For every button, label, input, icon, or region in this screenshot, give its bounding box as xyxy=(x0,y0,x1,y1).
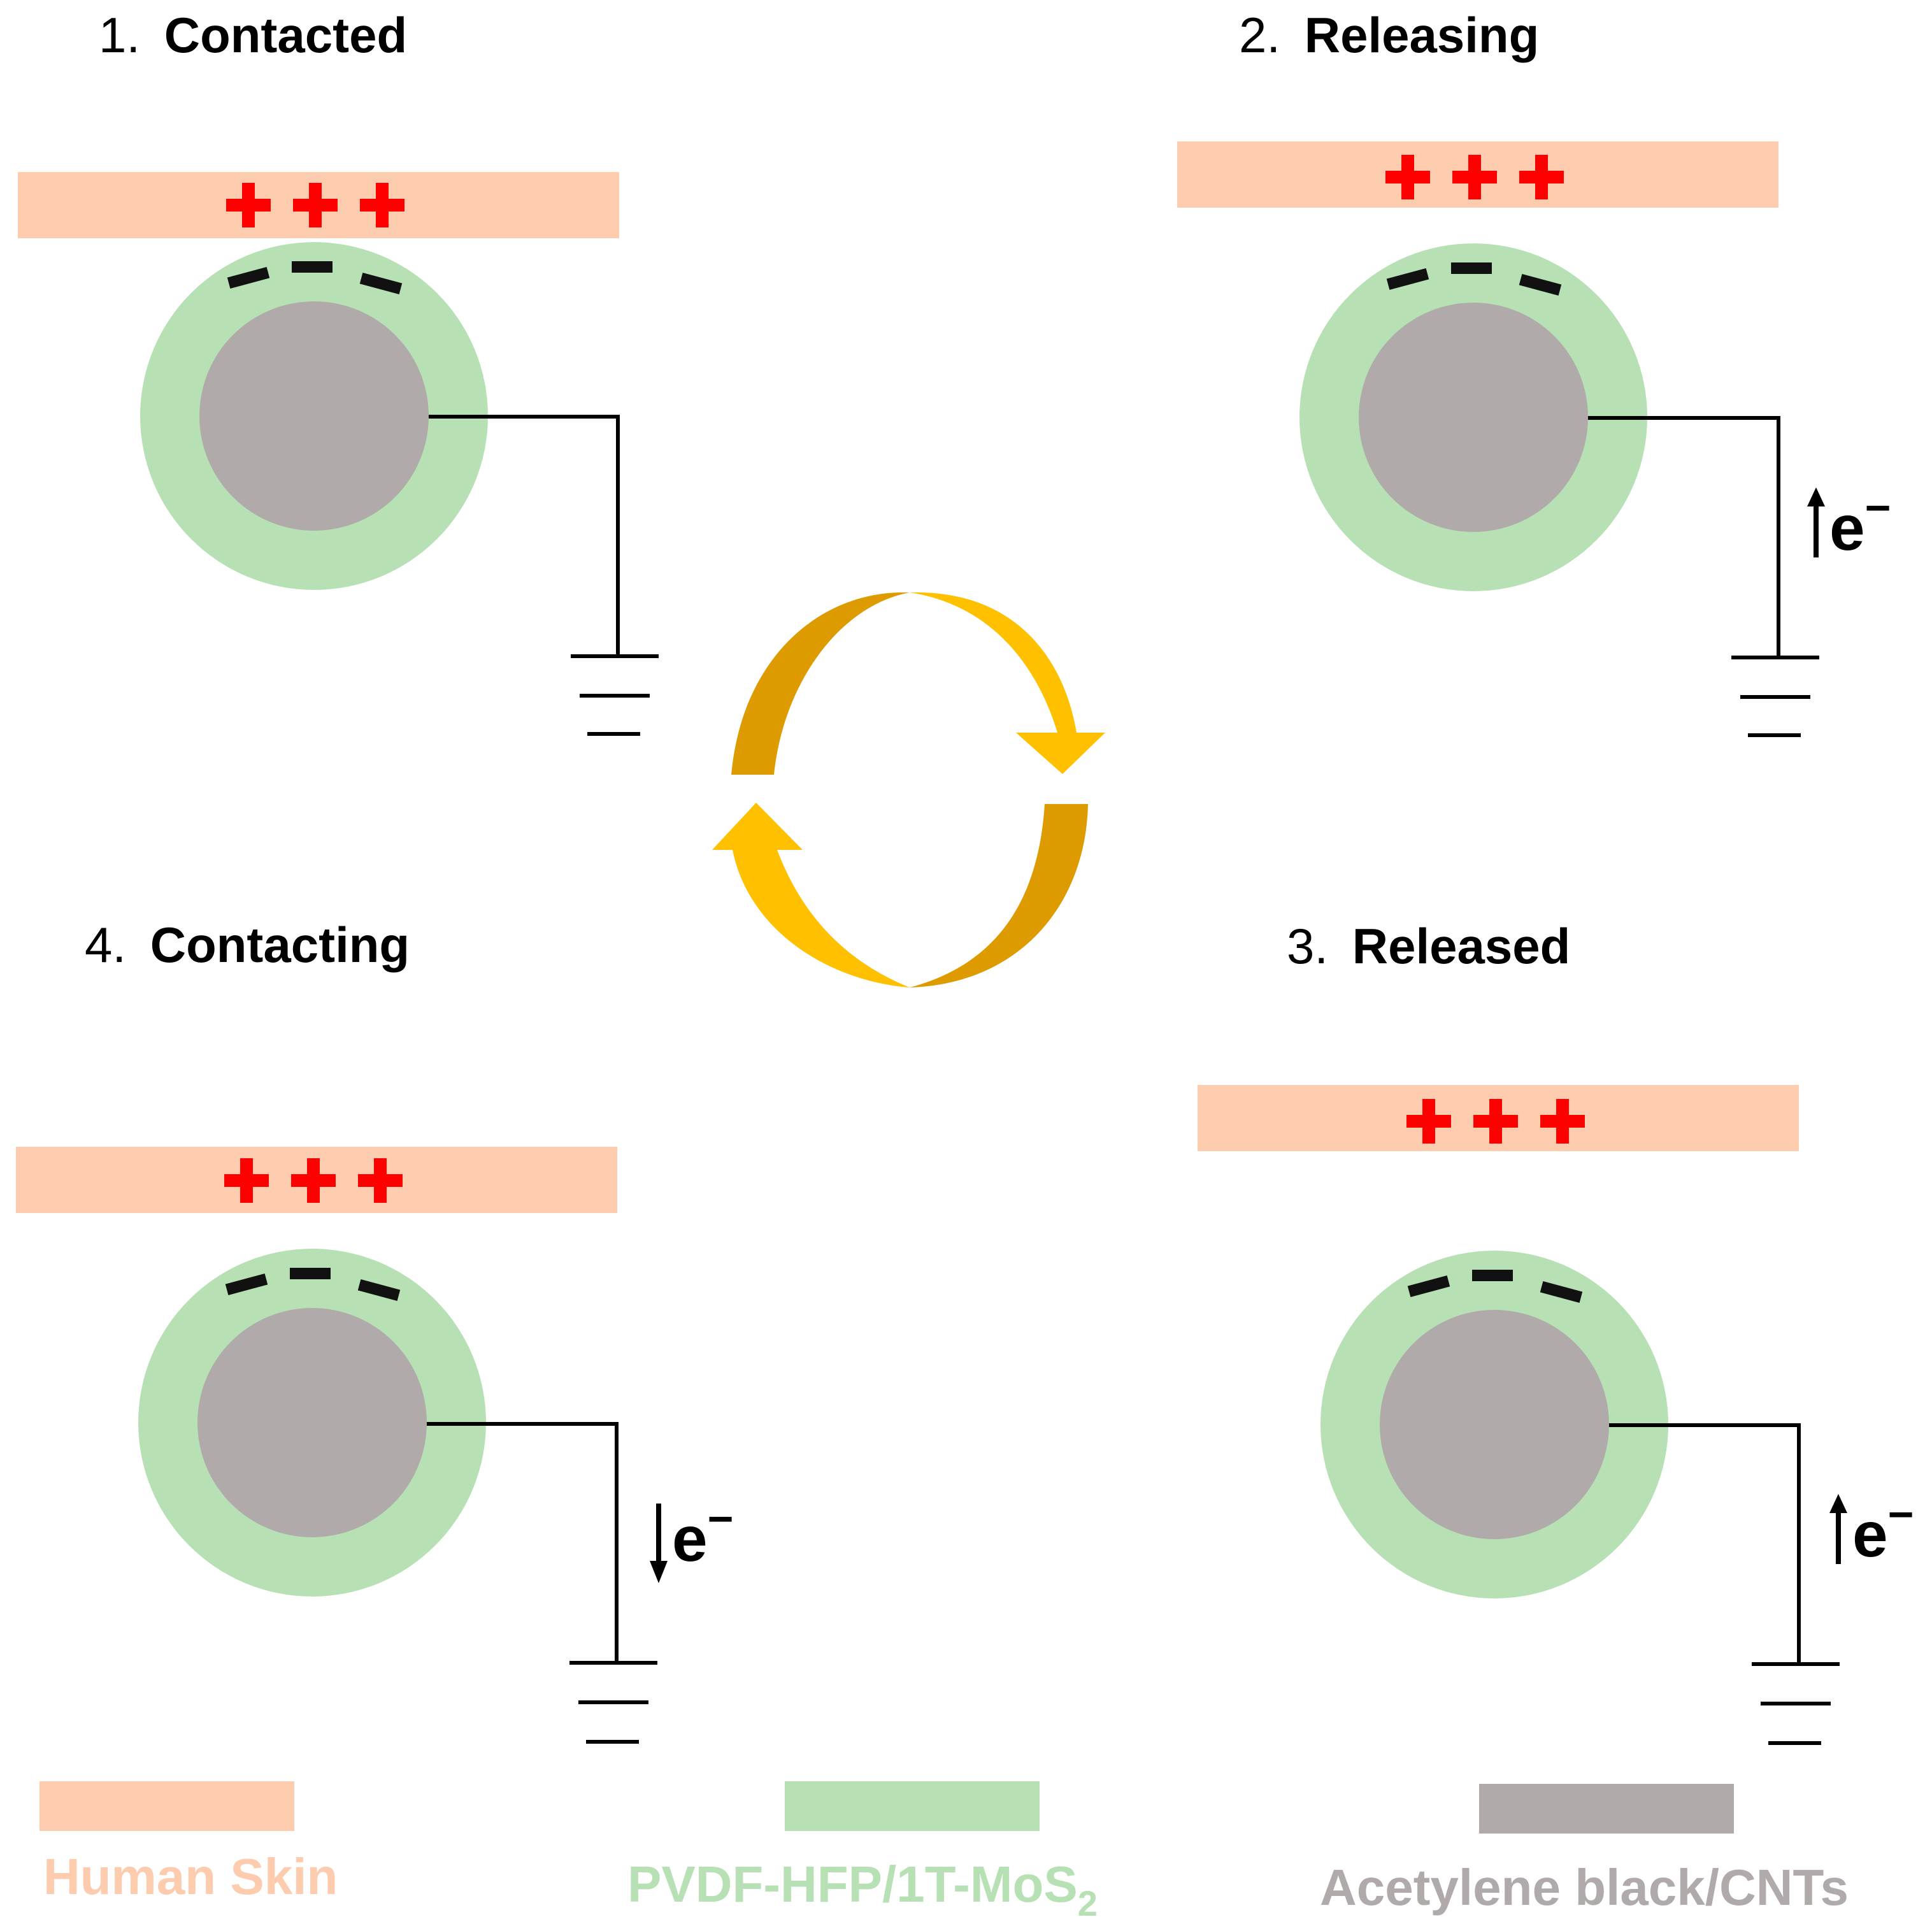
minus-charge xyxy=(1472,1270,1513,1281)
panel-3-ground-symbol xyxy=(1752,1662,1840,1745)
minus-charge xyxy=(1386,268,1429,290)
minus-charge xyxy=(1451,262,1492,274)
panel-1-ground-symbol xyxy=(571,654,659,736)
legend-swatch-core xyxy=(1479,1784,1734,1834)
cycle-arrow-top-left xyxy=(731,592,910,775)
minus-charge xyxy=(227,267,270,289)
panel-1-plus-charges xyxy=(226,183,404,227)
panel-3: 3. Released e− xyxy=(1198,918,1914,1745)
legend-label-core: Acetylene black/CNTs xyxy=(1320,1859,1849,1916)
minus-charge xyxy=(290,1268,331,1279)
minus-charge xyxy=(1519,274,1562,296)
legend: Human Skin PVDF-HFP/1T-MoS2 Acetylene bl… xyxy=(39,1781,1849,1923)
panel-2-wire xyxy=(1588,416,1780,657)
panel-3-minus-charges xyxy=(1407,1270,1583,1303)
panel-1-name: Contacted xyxy=(164,7,407,63)
panel-3-number: 3. xyxy=(1287,918,1328,974)
panel-1-wire xyxy=(429,415,620,656)
minus-charge xyxy=(225,1274,268,1295)
panel-2-electron-label: e− xyxy=(1829,483,1891,564)
panel-2-name: Releasing xyxy=(1305,7,1539,63)
legend-label-skin: Human Skin xyxy=(43,1848,338,1905)
legend-item-pvdf: PVDF-HFP/1T-MoS2 xyxy=(627,1781,1098,1923)
minus-charge xyxy=(359,273,403,294)
panel-4-plus-charges xyxy=(224,1158,403,1203)
panel-2-plus-charges xyxy=(1385,155,1564,199)
panel-4-core xyxy=(197,1308,427,1537)
minus-charge xyxy=(357,1279,401,1301)
panel-1-number: 1. xyxy=(99,7,140,63)
panel-4-minus-charges xyxy=(225,1268,401,1301)
panel-2-title: 2. Releasing xyxy=(1239,7,1539,63)
panel-3-title: 3. Released xyxy=(1287,918,1570,974)
cycle-arrow-icon xyxy=(712,592,1105,987)
panel-1: 1. Contacted xyxy=(18,7,659,736)
panel-4-title: 4. Contacting xyxy=(85,917,410,973)
panel-2-minus-charges xyxy=(1386,262,1562,296)
legend-label-pvdf: PVDF-HFP/1T-MoS2 xyxy=(627,1856,1098,1923)
panel-4-name: Contacting xyxy=(150,917,410,973)
panel-2-number: 2. xyxy=(1239,7,1280,63)
minus-charge xyxy=(292,261,333,273)
panel-2-ground-symbol xyxy=(1731,656,1819,737)
legend-swatch-skin xyxy=(39,1781,294,1831)
panel-3-wire xyxy=(1609,1423,1801,1664)
panel-3-plus-charges xyxy=(1406,1099,1585,1144)
panel-4-ground-symbol xyxy=(569,1661,657,1744)
minus-charge xyxy=(1407,1275,1450,1297)
panel-3-electron-up-arrow xyxy=(1829,1494,1847,1564)
panel-1-core xyxy=(199,301,429,531)
panel-2-electron-up-arrow xyxy=(1807,487,1825,557)
cycle-arrow-bottom-right xyxy=(910,804,1088,987)
cycle-arrow-bottom-left xyxy=(712,803,910,987)
legend-swatch-pvdf xyxy=(785,1781,1040,1831)
legend-item-acetylene: Acetylene black/CNTs xyxy=(1320,1784,1849,1916)
panel-4-electron-down-arrow xyxy=(650,1504,668,1583)
panel-4-wire xyxy=(427,1422,619,1663)
panel-4: 4. Contacting e− xyxy=(16,917,734,1744)
legend-item-human-skin: Human Skin xyxy=(39,1781,338,1905)
panel-1-title: 1. Contacted xyxy=(99,7,407,63)
panel-2: 2. Releasing e− xyxy=(1177,7,1891,737)
cycle-arrow-top-right xyxy=(910,592,1105,774)
minus-charge xyxy=(1540,1281,1583,1303)
panel-3-name: Released xyxy=(1352,918,1571,974)
panel-4-electron-label: e− xyxy=(672,1494,734,1575)
panel-1-minus-charges xyxy=(227,261,403,294)
panel-2-core xyxy=(1359,303,1588,532)
panel-4-number: 4. xyxy=(85,917,126,973)
panel-3-electron-label: e− xyxy=(1852,1490,1914,1570)
panel-3-core xyxy=(1380,1310,1609,1539)
